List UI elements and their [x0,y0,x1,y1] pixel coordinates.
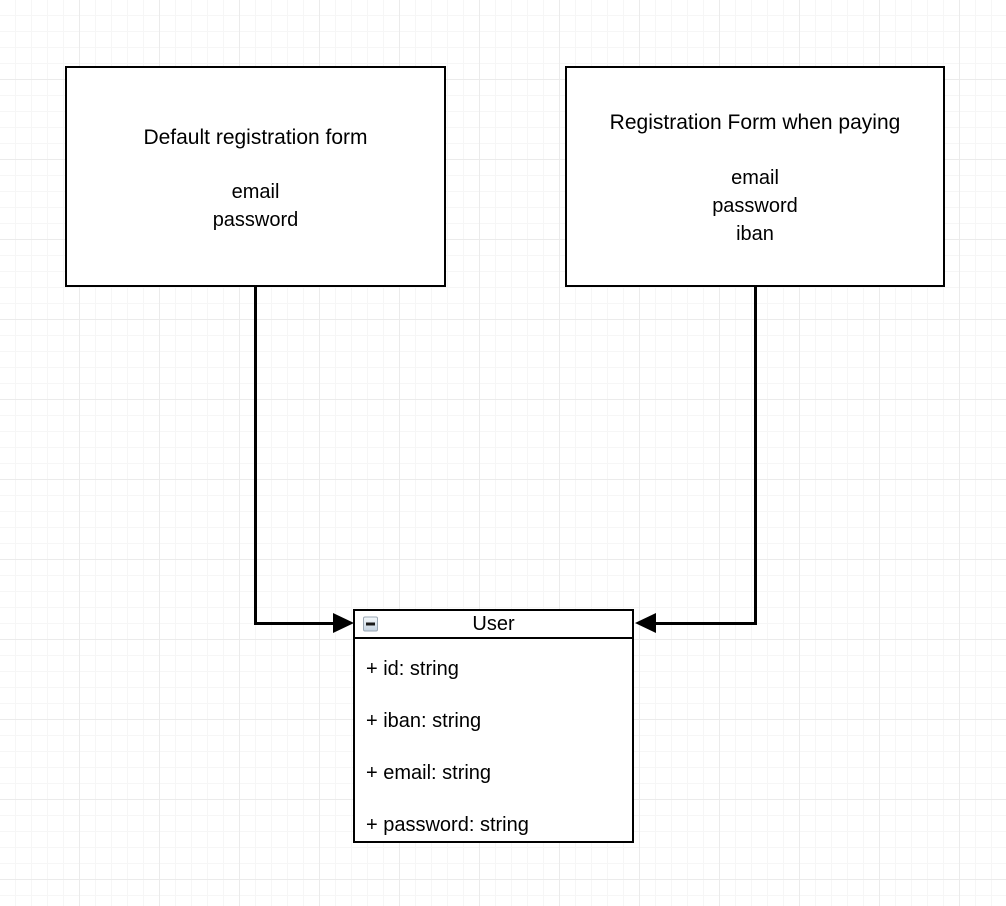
note-right-field-iban: iban [736,223,774,245]
class-attribute-row: + email: string [366,762,492,784]
class-name-label: User [472,613,515,635]
connector-left-vertical [254,286,257,625]
minus-collapse-icon[interactable] [363,616,378,632]
note-left-fields: email password [67,178,444,234]
arrow-left-icon [635,613,656,633]
class-box-user[interactable]: User + id: string + iban: string + email… [353,609,634,843]
connector-left-horizontal [254,622,340,625]
note-right-title: Registration Form when paying [609,111,901,134]
note-right-field-email: email [731,167,779,189]
class-header: User [355,611,632,639]
minus-bar-icon [366,622,375,626]
note-right-fields: email password iban [567,164,943,248]
note-left-field-password: password [212,209,299,231]
connector-right-vertical [754,286,757,625]
note-left-field-email: email [231,181,280,203]
class-attribute-row: + id: string [366,658,459,680]
note-left-title: Default registration form [143,126,368,149]
class-attribute-row: + iban: string [366,710,482,732]
note-default-registration-form[interactable]: Default registration form email password [65,66,446,287]
arrow-right-icon [333,613,354,633]
note-right-field-password: password [712,195,798,217]
connector-right-horizontal [647,622,757,625]
note-registration-form-when-paying[interactable]: Registration Form when paying email pass… [565,66,945,287]
class-attribute-list: + id: string + iban: string + email: str… [355,639,632,851]
class-attribute-row: + password: string [366,814,529,836]
